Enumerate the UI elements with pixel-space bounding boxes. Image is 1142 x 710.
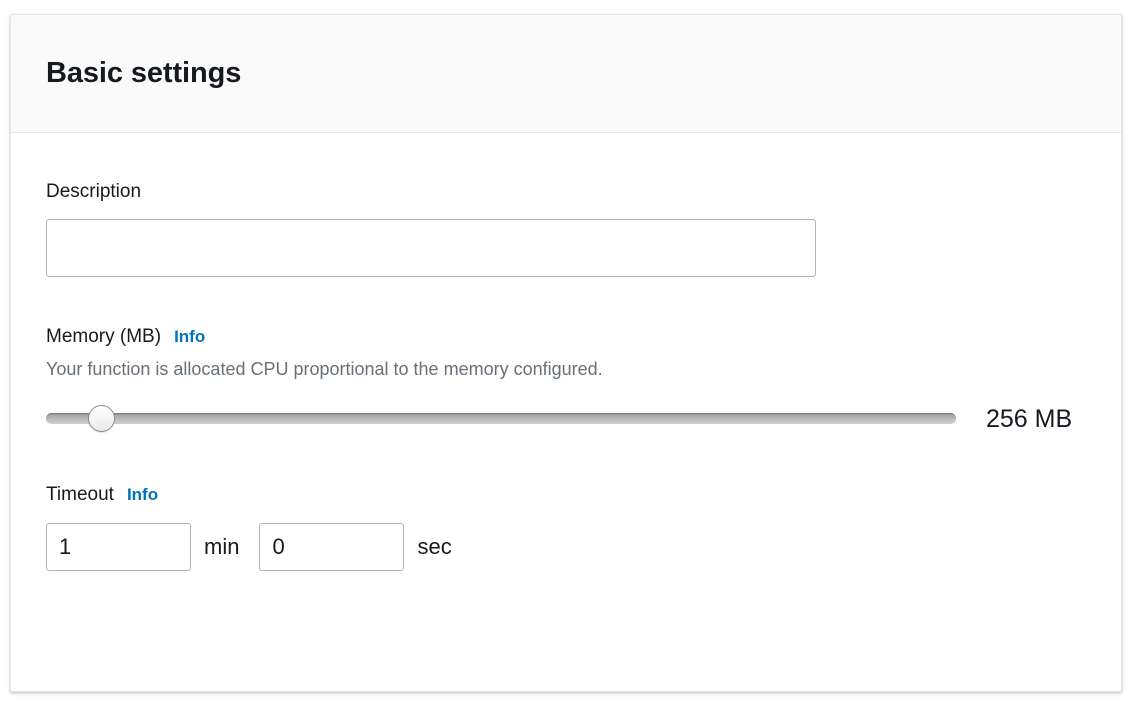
memory-value-label: 256 MB — [986, 404, 1073, 433]
memory-help-text: Your function is allocated CPU proportio… — [46, 358, 603, 379]
timeout-label-row: Timeout Info — [46, 484, 1086, 507]
page-title: Basic settings — [46, 57, 242, 89]
slider-track[interactable] — [46, 413, 956, 425]
timeout-seconds-unit: sec — [417, 533, 452, 559]
memory-label-row: Memory (MB) Info — [46, 326, 1086, 349]
card-body: Description Memory (MB) Info Your functi… — [11, 133, 1121, 571]
memory-label: Memory (MB) — [46, 325, 162, 347]
memory-slider-row: 256 MB — [46, 402, 1086, 436]
slider-thumb[interactable] — [87, 405, 115, 433]
card-header: Basic settings — [11, 15, 1121, 133]
timeout-field-group: Timeout Info min sec — [46, 484, 1086, 571]
description-input[interactable] — [46, 218, 816, 277]
timeout-label: Timeout — [46, 484, 114, 506]
timeout-seconds-input[interactable] — [259, 522, 405, 571]
timeout-minutes-unit: min — [204, 533, 240, 559]
timeout-info-link[interactable]: Info — [126, 485, 159, 505]
memory-info-link[interactable]: Info — [174, 326, 206, 346]
description-field-group: Description — [46, 181, 1086, 277]
memory-field-group: Memory (MB) Info Your function is alloca… — [46, 326, 1086, 436]
basic-settings-card: Basic settings Description Memory (MB) I… — [10, 14, 1122, 692]
memory-slider[interactable] — [46, 402, 956, 436]
timeout-inputs-row: min sec — [46, 522, 1086, 571]
timeout-minutes-input[interactable] — [46, 522, 191, 571]
description-label: Description — [46, 181, 142, 202]
